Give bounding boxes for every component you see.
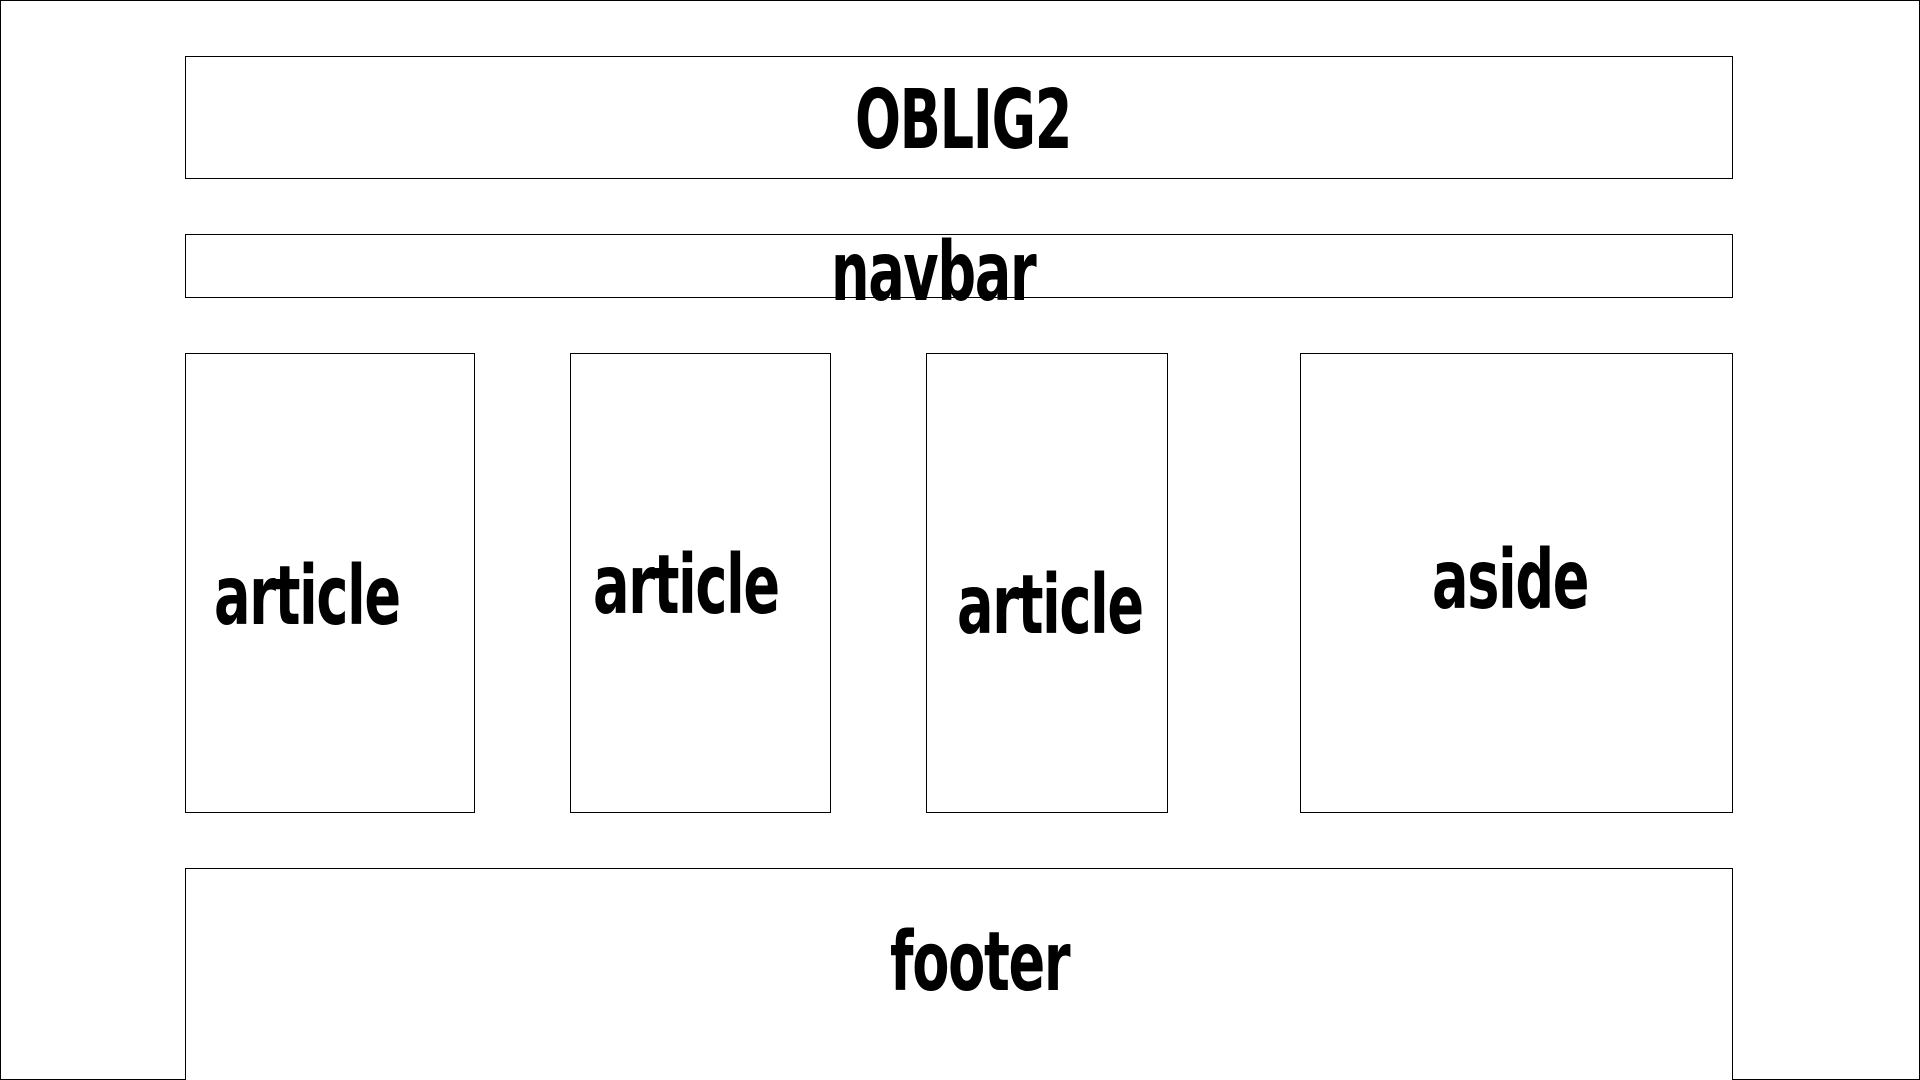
article-label-3: article xyxy=(957,558,1144,653)
article-box-3 xyxy=(926,353,1168,813)
header-box xyxy=(185,56,1733,179)
navbar-label: navbar xyxy=(831,225,1037,320)
article-box-1 xyxy=(185,353,475,813)
aside-box xyxy=(1300,353,1733,813)
article-label-2: article xyxy=(593,538,780,633)
aside-label: aside xyxy=(1432,533,1589,628)
page-title: OBLIG2 xyxy=(855,73,1072,168)
article-box-2 xyxy=(570,353,831,813)
article-label-1: article xyxy=(214,549,401,644)
footer-box xyxy=(185,868,1733,1080)
footer-label: footer xyxy=(890,915,1071,1010)
navbar-box xyxy=(185,234,1733,298)
